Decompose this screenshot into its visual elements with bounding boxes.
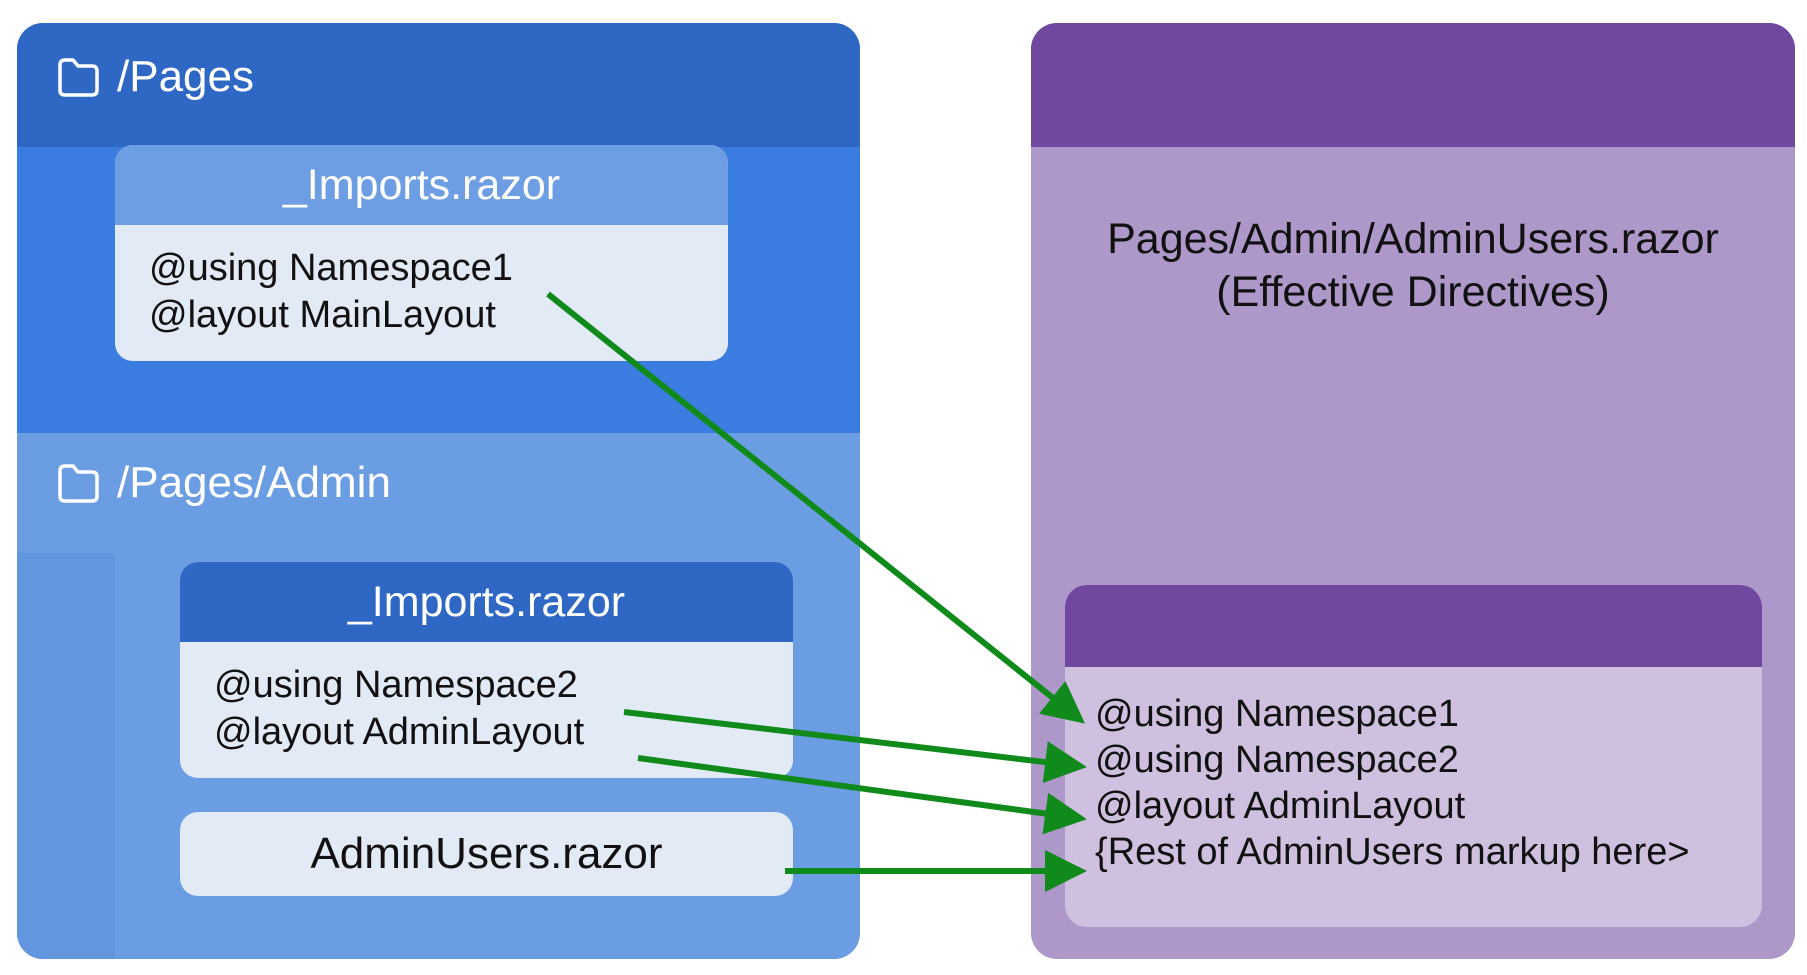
effective-directives-card: @using Namespace1 @using Namespace2 @lay… <box>1065 585 1762 927</box>
admin-folder-indent-strip <box>17 553 115 959</box>
pages-imports-line-using: @using Namespace1 <box>149 247 513 289</box>
pages-imports-title: _Imports.razor <box>115 145 728 225</box>
pages-imports-body: @using Namespace1 @layout MainLayout <box>115 225 728 359</box>
admin-imports-line-using: @using Namespace2 <box>214 664 578 706</box>
effective-title-caption: (Effective Directives) <box>1216 268 1610 316</box>
admin-folder-row[interactable]: /Pages/Admin <box>55 458 391 508</box>
effective-line-markup: {Rest of AdminUsers markup here> <box>1095 831 1690 873</box>
admin-imports-title: _Imports.razor <box>180 562 793 642</box>
pages-folder-header <box>17 23 860 147</box>
effective-title-path: Pages/Admin/AdminUsers.razor <box>1107 215 1719 263</box>
effective-line-layout: @layout AdminLayout <box>1095 785 1466 827</box>
admin-imports-line-layout: @layout AdminLayout <box>214 711 585 753</box>
effective-card-header <box>1065 585 1762 667</box>
pages-folder-row[interactable]: /Pages <box>55 52 254 102</box>
effective-card-body: @using Namespace1 @using Namespace2 @lay… <box>1065 667 1762 899</box>
folder-icon <box>58 58 99 97</box>
pages-folder-label: /Pages <box>117 52 254 101</box>
pages-imports-line-layout: @layout MainLayout <box>149 294 496 336</box>
effective-panel-title: Pages/Admin/AdminUsers.razor (Effective … <box>1031 213 1795 319</box>
adminusers-file[interactable]: AdminUsers.razor <box>180 812 793 896</box>
pages-imports-file[interactable]: _Imports.razor @using Namespace1 @layout… <box>115 145 728 361</box>
effective-panel-header <box>1031 23 1795 147</box>
admin-imports-body: @using Namespace2 @layout AdminLayout <box>180 642 793 776</box>
effective-line-using-2: @using Namespace2 <box>1095 739 1459 781</box>
effective-line-using-1: @using Namespace1 <box>1095 693 1459 735</box>
folder-icon <box>58 464 99 503</box>
admin-folder-label: /Pages/Admin <box>117 458 391 507</box>
admin-imports-file[interactable]: _Imports.razor @using Namespace2 @layout… <box>180 562 793 778</box>
